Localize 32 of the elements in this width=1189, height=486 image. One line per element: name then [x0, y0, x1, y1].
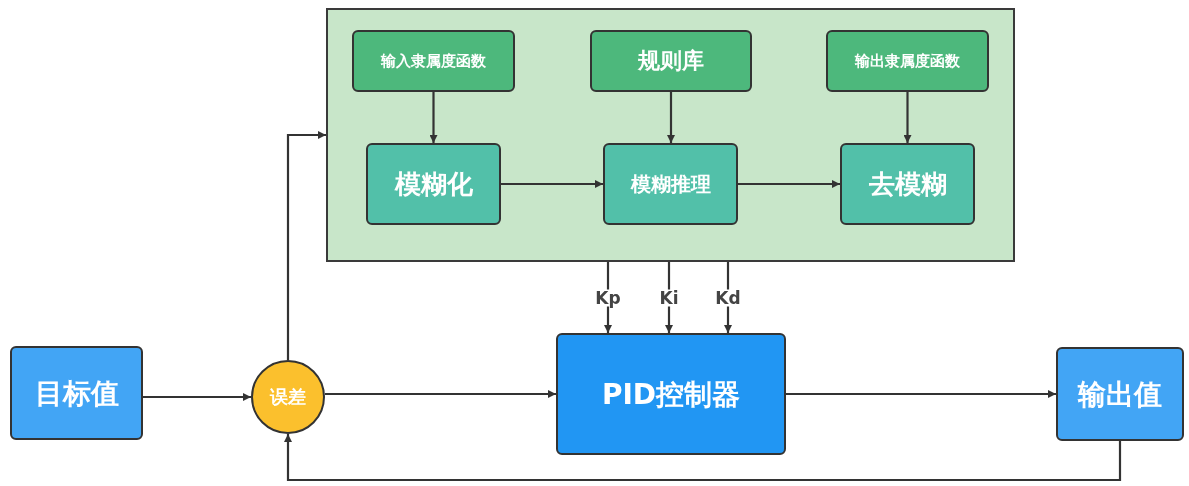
node-label: 模糊化 — [394, 167, 473, 201]
output-box — [1056, 347, 1184, 441]
arrow — [501, 180, 603, 188]
node-label: 规则库 — [638, 47, 704, 75]
node-label: 输出值 — [1078, 376, 1162, 412]
arrow — [325, 390, 556, 398]
node-label: 误差 — [270, 385, 306, 409]
edge-label: Kp — [593, 289, 623, 306]
arrow — [786, 390, 1056, 398]
arrow — [429, 92, 438, 143]
node-label: 输入隶属度函数 — [381, 51, 486, 71]
controller-box — [556, 333, 786, 455]
arrow — [667, 92, 675, 143]
arrow — [903, 92, 912, 143]
node-label: 目标值 — [34, 375, 119, 411]
node-label: 输出隶属度函数 — [855, 51, 960, 71]
process-box — [826, 30, 989, 92]
arrow — [738, 180, 840, 188]
edge-label: Kd — [713, 289, 743, 306]
process-box — [603, 143, 738, 225]
fuzzy-panel — [326, 8, 1015, 262]
arrow — [143, 393, 251, 401]
arrow — [284, 434, 1122, 482]
process-box — [366, 143, 501, 225]
process-box — [590, 30, 752, 92]
node-label: PID控制器 — [601, 376, 741, 412]
node-label: 模糊推理 — [630, 171, 711, 197]
input-box — [10, 346, 143, 440]
arrow — [286, 131, 326, 360]
process-box — [352, 30, 515, 92]
process-box — [840, 143, 975, 225]
node-label: 去模糊 — [868, 167, 947, 201]
